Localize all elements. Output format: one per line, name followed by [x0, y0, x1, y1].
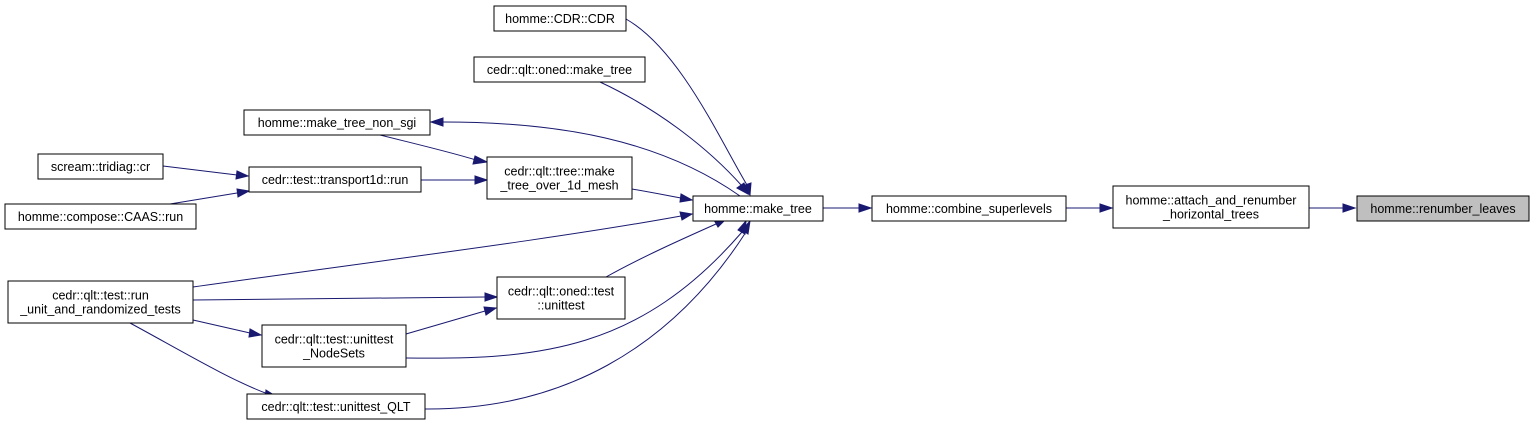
edge-arrowhead: [1099, 203, 1114, 213]
graph-node-renumber_leaves: homme::renumber_leaves: [1356, 195, 1530, 222]
call-edge-transport1d-to-tree_over_1d: [421, 175, 489, 185]
node-label: scream::tridiag::cr: [51, 160, 150, 174]
graph-node-tree_over_1d[interactable]: cedr::qlt::tree::make_tree_over_1d_mesh: [486, 156, 633, 200]
graph-node-make_tree_non_sgi[interactable]: homme::make_tree_non_sgi: [243, 109, 431, 136]
call-edge-run_unit-to-make_tree: [192, 211, 694, 288]
node-label: _unit_and_randomized_tests: [19, 302, 181, 316]
edge-line: [424, 231, 747, 410]
node-label: cedr::qlt::tree::make: [504, 164, 615, 178]
call-edge-tree_over_1d-to-make_tree: [631, 188, 694, 203]
edge-arrowhead: [679, 193, 694, 203]
graph-node-oned_unittest[interactable]: cedr::qlt::oned::test::unittest: [496, 276, 626, 320]
call-graph-nodes: homme::renumber_leaves homme::attach_and_…: [4, 5, 1530, 420]
edge-line: [405, 231, 743, 359]
node-label: homme::renumber_leaves: [1370, 202, 1515, 216]
edge-arrowhead: [483, 306, 498, 316]
call-edge-caas-to-transport1d: [169, 188, 251, 205]
node-label: cedr::qlt::test::unittest: [275, 332, 394, 346]
edge-line: [599, 81, 743, 187]
node-box: [246, 393, 426, 420]
call-edge-cdr-to-make_tree: [625, 18, 752, 197]
node-box: [473, 56, 646, 83]
call-edge-oned_make_tree-to-make_tree: [599, 81, 749, 196]
graph-node-nodesets[interactable]: cedr::qlt::test::unittest_NodeSets: [261, 324, 407, 368]
graph-node-caas[interactable]: homme::compose::CAAS::run: [4, 203, 197, 230]
node-label: cedr::qlt::oned::test: [508, 284, 615, 298]
call-edge-combine-to-attach: [1066, 203, 1114, 213]
edge-line: [129, 322, 269, 395]
node-box: [871, 195, 1067, 222]
node-box: [4, 203, 197, 230]
edge-line: [169, 192, 238, 205]
node-label: _NodeSets: [302, 346, 365, 360]
graph-node-make_tree[interactable]: homme::make_tree: [692, 195, 824, 222]
node-label: homme::compose::CAAS::run: [18, 210, 183, 224]
node-box: [37, 153, 164, 180]
edge-arrowhead: [248, 328, 263, 338]
node-label: cedr::qlt::test::unittest_QLT: [261, 400, 411, 414]
call-edge-nodesets-to-oned_unittest: [405, 306, 498, 335]
call-edge-make_tree_non_sgi-to-tree_over_1d: [379, 134, 489, 165]
call-edge-attach-to-renumber_leaves: [1309, 203, 1357, 213]
edge-line: [405, 310, 486, 335]
node-box: [486, 156, 633, 200]
call-edge-oned_unittest-to-make_tree: [605, 218, 728, 278]
node-box: [1356, 195, 1530, 222]
graph-node-transport1d[interactable]: cedr::test::transport1d::run: [248, 166, 422, 193]
edge-arrowhead: [472, 155, 489, 165]
edge-arrowhead: [679, 211, 694, 221]
edge-line: [162, 165, 238, 176]
call-edge-make_tree-to-make_tree_non_sgi: [429, 117, 741, 197]
node-label: _horizontal_trees: [1162, 207, 1259, 221]
node-label: cedr::test::transport1d::run: [262, 173, 409, 187]
edge-line: [192, 296, 486, 301]
graph-node-cdr[interactable]: homme::CDR::CDR: [493, 5, 627, 32]
graph-node-combine[interactable]: homme::combine_superlevels: [871, 195, 1067, 222]
graph-node-attach[interactable]: homme::attach_and_renumber_horizontal_tr…: [1112, 185, 1310, 229]
edge-line: [379, 134, 477, 161]
node-label: homme::make_tree: [704, 202, 812, 216]
call-edge-make_tree-to-combine: [823, 203, 873, 213]
edge-line: [625, 18, 748, 186]
edge-arrowhead: [741, 219, 751, 235]
node-box: [1112, 185, 1310, 229]
node-label: homme::combine_superlevels: [886, 202, 1052, 216]
node-label: _tree_over_1d_mesh: [499, 178, 618, 192]
edge-line: [192, 319, 251, 334]
node-label: cedr::qlt::oned::make_tree: [487, 63, 632, 77]
node-box: [248, 166, 422, 193]
graph-node-unittest_qlt[interactable]: cedr::qlt::test::unittest_QLT: [246, 393, 426, 420]
graph-node-run_unit[interactable]: cedr::qlt::test::run_unit_and_randomized…: [7, 280, 194, 324]
edge-arrowhead: [858, 203, 873, 213]
edge-line: [442, 121, 741, 197]
graph-node-oned_make_tree[interactable]: cedr::qlt::oned::make_tree: [473, 56, 646, 83]
edge-arrowhead: [736, 182, 749, 196]
node-label: homme::make_tree_non_sgi: [258, 116, 416, 130]
edge-arrowhead: [429, 117, 444, 127]
call-edge-run_unit-to-nodesets: [192, 319, 263, 338]
node-label: homme::CDR::CDR: [505, 12, 615, 26]
node-box: [692, 195, 824, 222]
edge-line: [192, 215, 682, 288]
call-edge-tridiag-to-transport1d: [162, 165, 250, 180]
node-label: ::unittest: [537, 298, 585, 312]
node-box: [493, 5, 627, 32]
edge-arrowhead: [236, 188, 251, 198]
call-edge-unittest_qlt-to-make_tree: [424, 219, 751, 410]
edge-arrowhead: [235, 170, 250, 180]
graph-node-tridiag[interactable]: scream::tridiag::cr: [37, 153, 164, 180]
edge-arrowhead: [1342, 203, 1357, 213]
edge-line: [631, 188, 682, 199]
node-box: [7, 280, 194, 324]
edge-line: [605, 223, 717, 278]
node-box: [261, 324, 407, 368]
call-edge-run_unit-to-oned_unittest: [192, 292, 499, 302]
edge-arrowhead: [484, 292, 499, 302]
node-box: [496, 276, 626, 320]
edge-arrowhead: [474, 175, 489, 185]
node-box: [243, 109, 431, 136]
node-label: cedr::qlt::test::run: [52, 288, 149, 302]
node-label: homme::attach_and_renumber: [1126, 193, 1297, 207]
